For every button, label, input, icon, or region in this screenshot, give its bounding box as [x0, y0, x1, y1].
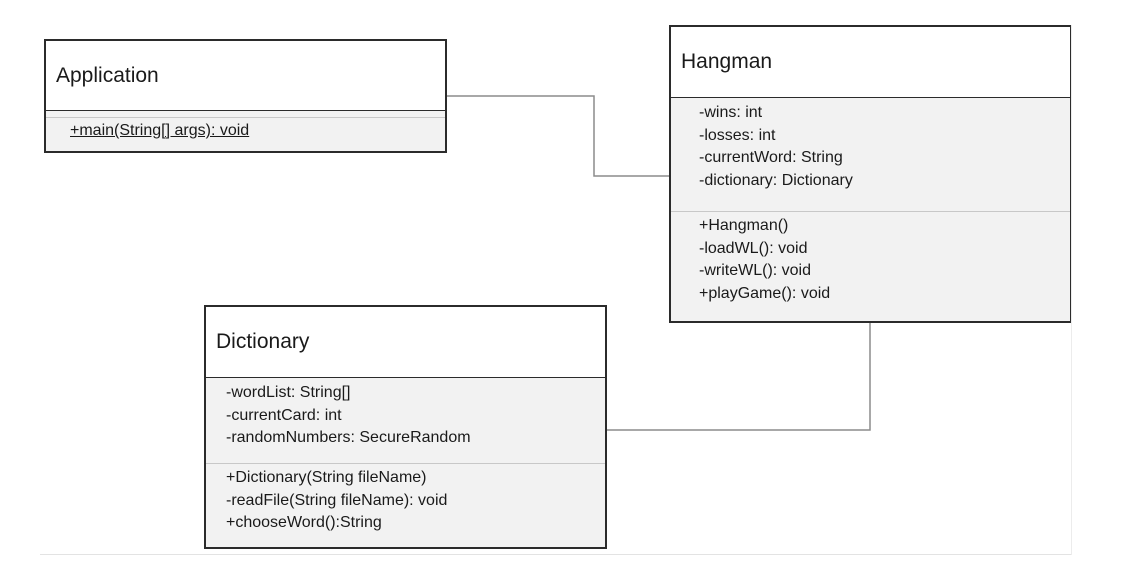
canvas-right-edge: [1071, 25, 1072, 555]
attributes-hangman: -wins: int -losses: int -currentWord: St…: [671, 98, 1070, 212]
attribute-current-card: -currentCard: int: [226, 406, 342, 424]
attribute-dictionary: -dictionary: Dictionary: [699, 171, 853, 189]
attribute-losses: -losses: int: [699, 126, 776, 144]
attribute-wins: -wins: int: [699, 104, 763, 121]
operation-play-game: +playGame(): void: [699, 284, 831, 302]
association-dictionary-hangman: [606, 322, 871, 431]
operations-application: +main(String[] args): void: [46, 118, 445, 151]
operations-dictionary: +Dictionary(String fileName) -readFile(S…: [206, 464, 605, 547]
operations-hangman: +Hangman() -loadWL(): void -writeWL(): v…: [671, 212, 1070, 321]
class-name-dictionary: Dictionary: [206, 307, 605, 378]
operation-choose-word: +chooseWord():String: [226, 514, 382, 531]
attributes-application: [46, 111, 445, 118]
operation-read-file: -readFile(String fileName): void: [226, 491, 448, 509]
operation-hangman-constructor: +Hangman(): [699, 217, 789, 234]
operation-main: +main(String[] args): void: [70, 122, 250, 139]
class-hangman[interactable]: Hangman -wins: int -losses: int -current…: [669, 25, 1072, 323]
attribute-word-list: -wordList: String[]: [226, 384, 351, 401]
association-application-hangman: [446, 95, 670, 177]
operation-load-wl: -loadWL(): void: [699, 239, 808, 257]
attributes-dictionary: -wordList: String[] -currentCard: int -r…: [206, 378, 605, 464]
class-name-application: Application: [46, 41, 445, 111]
operation-write-wl: -writeWL(): void: [699, 262, 812, 279]
class-dictionary[interactable]: Dictionary -wordList: String[] -currentC…: [204, 305, 607, 549]
canvas-bottom-edge: [40, 554, 1072, 555]
attribute-current-word: -currentWord: String: [699, 149, 843, 166]
class-name-hangman: Hangman: [671, 27, 1070, 98]
class-application[interactable]: Application +main(String[] args): void: [44, 39, 447, 153]
operation-dictionary-constructor: +Dictionary(String fileName): [226, 469, 427, 486]
attribute-random-numbers: -randomNumbers: SecureRandom: [226, 429, 471, 446]
